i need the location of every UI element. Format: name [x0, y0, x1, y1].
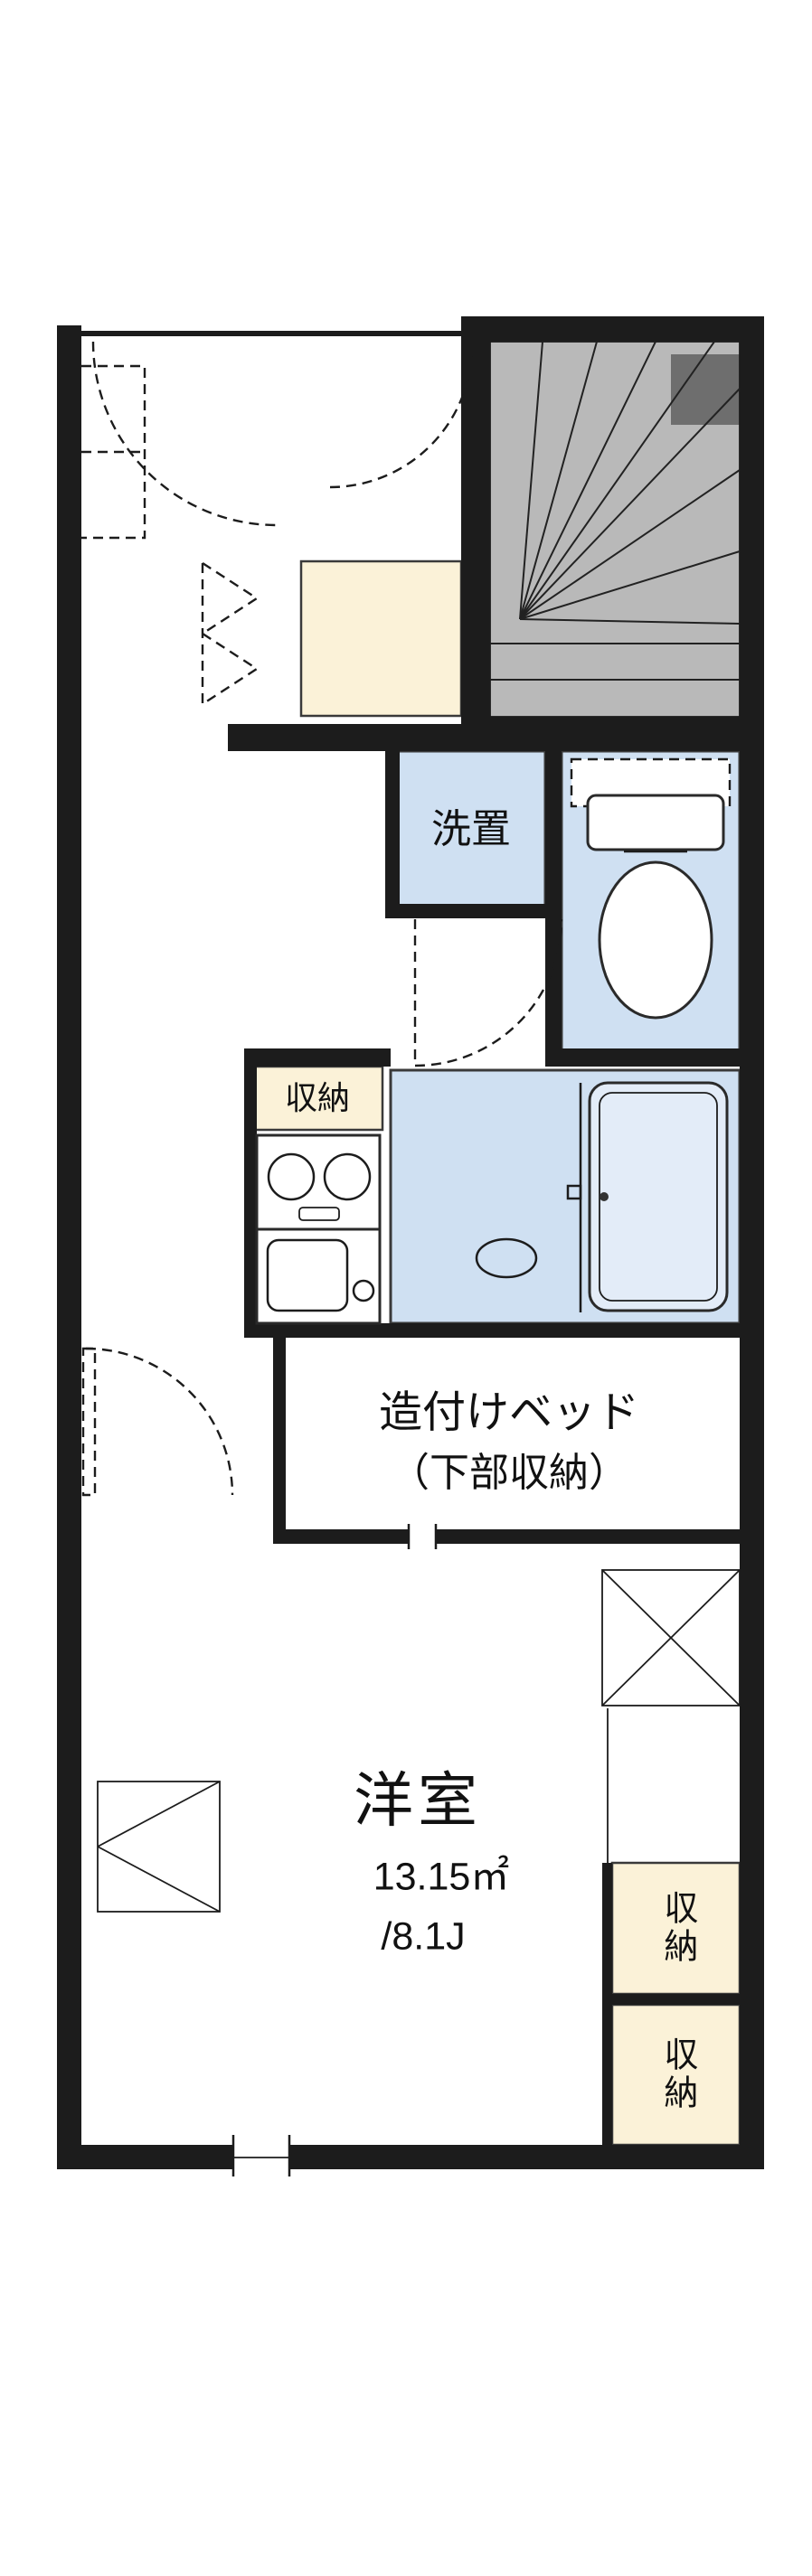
kitchen — [255, 1133, 382, 1325]
bathtub-icon — [588, 1081, 729, 1312]
entry-door-swing2-icon — [329, 344, 474, 489]
room-door-leaf — [81, 1347, 97, 1497]
stove-burner-icon — [323, 1152, 372, 1201]
bath-drain-icon — [475, 1237, 538, 1279]
toilet-bowl-icon — [598, 860, 713, 1020]
entry-area — [63, 341, 474, 706]
bed-top-wall — [244, 1323, 764, 1338]
walls — [57, 316, 764, 2169]
laundry-bottom-wall — [385, 904, 562, 918]
bed-label-line1: 造付けベッド — [378, 1388, 640, 1437]
room-name-label: 洋室 — [354, 1766, 482, 1834]
entry-shoe-cabinet — [299, 559, 463, 718]
room-area-m2-label: 13.15㎡ — [373, 1855, 510, 1899]
toilet-tank-icon — [586, 794, 725, 851]
bathtub-handle-dot — [600, 1192, 609, 1201]
sink-basin-icon — [266, 1238, 349, 1312]
staircase — [489, 341, 741, 718]
wall-openings — [231, 1524, 438, 2176]
staircase-landing-dark — [671, 354, 740, 425]
stair-left-wall — [461, 316, 490, 740]
entry-door-swing-icon — [91, 341, 278, 527]
faucet-icon — [352, 1279, 375, 1302]
bed-label-line2: （下部収納） — [390, 1450, 628, 1495]
washroom-door — [413, 918, 563, 1067]
stair-top-wall — [461, 316, 764, 342]
left-outer-wall — [57, 325, 81, 2169]
stove-unit — [255, 1133, 382, 1231]
stove-burner-icon — [267, 1152, 316, 1201]
closet-top-label: 収納 — [657, 1890, 696, 1966]
toilet-left-wall — [545, 724, 562, 1067]
bath-door-handle-icon — [566, 1184, 582, 1200]
closet-bottom-box — [610, 2003, 741, 2147]
bed-bottom-wall — [273, 1529, 764, 1544]
toilet-bottom-wall — [545, 1048, 764, 1067]
bed-left-wall — [273, 1338, 286, 1542]
right-outer-wall — [740, 316, 764, 2169]
top-entry-edge — [81, 331, 490, 336]
bath-fixtures — [475, 1081, 729, 1312]
toilet-fixtures — [570, 757, 732, 1020]
laundry-left-wall — [385, 724, 400, 909]
entry-row-wall — [228, 724, 740, 751]
appliance-space-box — [601, 1569, 741, 1706]
bottom-outer-wall — [57, 2145, 764, 2169]
fixture-box-left — [97, 1781, 221, 1913]
room-door — [81, 1347, 234, 1497]
kitchen-top-wall — [244, 1048, 391, 1067]
laundry-label: 洗置 — [431, 806, 511, 851]
closet-bottom-label: 収納 — [657, 2036, 696, 2112]
washroom-door-swing-icon — [414, 918, 563, 1067]
room-symbols — [97, 1569, 741, 1913]
room-door-swing-icon — [85, 1347, 234, 1496]
kitchen-storage-label: 収納 — [284, 1079, 351, 1117]
sink-unit — [255, 1227, 382, 1325]
stove-grill-icon — [298, 1207, 340, 1221]
closet-divider-wall — [602, 1994, 740, 2005]
bifold-door-icon — [202, 632, 260, 706]
kitchen-left-wall — [244, 1048, 257, 1338]
room-area-jo-label: /8.1J — [381, 1914, 466, 1959]
bifold-door-icon — [202, 561, 260, 635]
